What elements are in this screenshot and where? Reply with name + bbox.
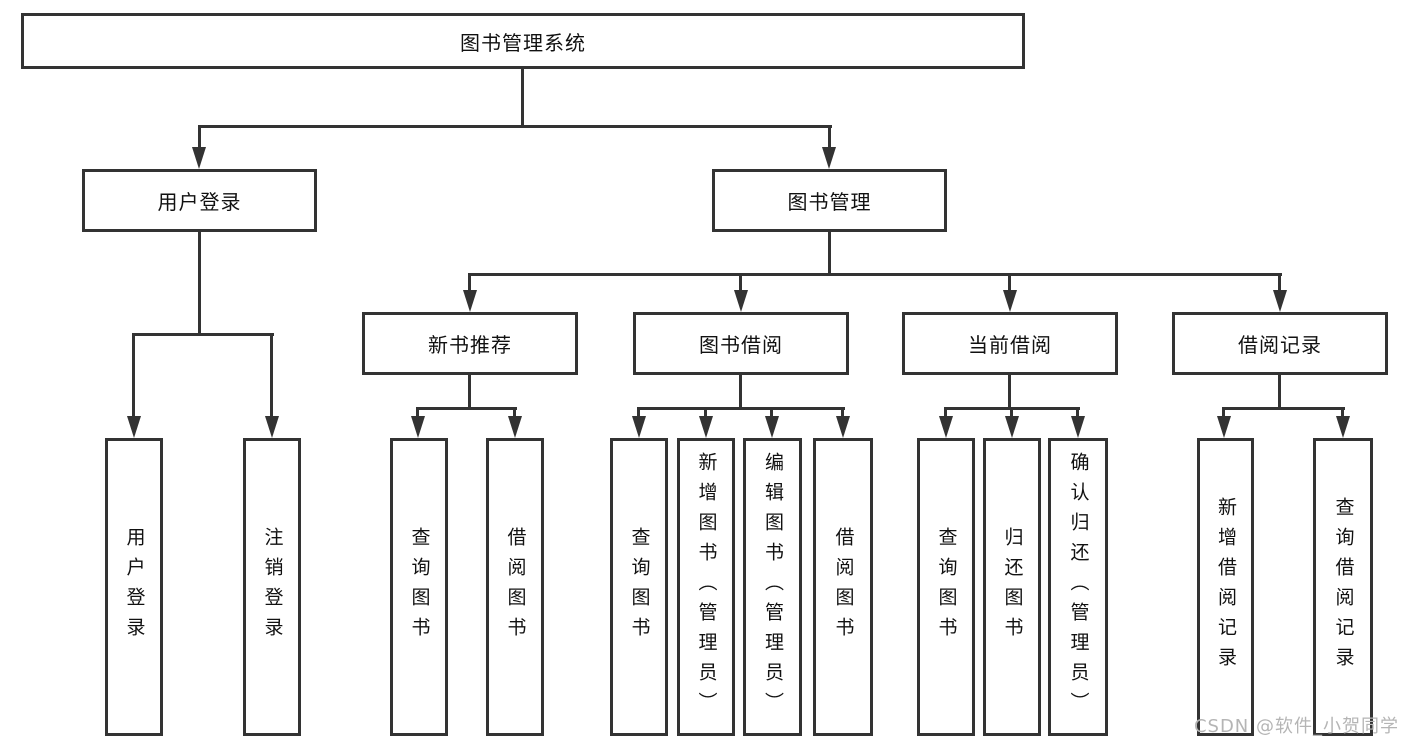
node-label: 用户登录 <box>157 190 242 214</box>
arrowhead-down <box>734 290 748 312</box>
connector-line <box>1010 407 1013 420</box>
arrowhead-down <box>508 416 522 438</box>
node-user-login: 用户登录 <box>82 169 317 232</box>
leaf-label: 确认归还（管理员） <box>1067 452 1090 722</box>
connector-line <box>468 375 471 410</box>
connector-line <box>1278 375 1281 410</box>
arrowhead-down <box>1336 416 1350 438</box>
connector-line <box>198 125 832 128</box>
arrowhead-down <box>265 416 279 438</box>
leaf-label: 新增借阅记录 <box>1215 497 1237 677</box>
leaf-logout: 注销登录 <box>243 438 301 736</box>
arrowhead-down <box>1071 416 1085 438</box>
connector-line <box>828 125 831 151</box>
arrowhead-down <box>836 416 850 438</box>
node-book-management: 图书管理 <box>712 169 947 232</box>
connector-line <box>1278 273 1281 293</box>
node-borrowing-records: 借阅记录 <box>1172 312 1388 375</box>
connector-line <box>739 273 742 293</box>
leaf-user-login: 用户登录 <box>105 438 163 736</box>
connector-line <box>1222 407 1345 410</box>
connector-line <box>513 407 516 420</box>
connector-line <box>1008 375 1011 410</box>
arrowhead-down <box>463 290 477 312</box>
connector-line <box>1341 407 1344 420</box>
connector-line <box>637 407 845 410</box>
connector-line <box>270 333 273 419</box>
leaf-add-books-admin: 新增图书（管理员） <box>677 438 735 736</box>
leaf-label: 查询借阅记录 <box>1332 497 1355 677</box>
connector-line <box>841 407 844 420</box>
arrowhead-down <box>765 416 779 438</box>
leaf-label: 用户登录 <box>123 527 146 647</box>
leaf-label: 新增图书（管理员） <box>695 452 718 722</box>
connector-line <box>416 407 419 420</box>
arrowhead-down <box>411 416 425 438</box>
connector-line <box>828 232 831 276</box>
csdn-watermark: CSDN @软件_小贺同学 <box>1193 716 1399 737</box>
leaf-label: 查询图书 <box>628 527 651 647</box>
arrowhead-down <box>192 147 206 169</box>
node-label: 新书推荐 <box>428 333 512 357</box>
connector-line <box>132 333 135 419</box>
arrowhead-down <box>1217 416 1231 438</box>
connector-line <box>416 407 517 410</box>
arrowhead-down <box>822 147 836 169</box>
connector-line <box>770 407 773 420</box>
node-label: 图书借阅 <box>699 333 783 357</box>
leaf-add-borrow-record: 新增借阅记录 <box>1197 438 1254 736</box>
leaf-label: 归还图书 <box>1001 527 1024 647</box>
arrowhead-down <box>699 416 713 438</box>
arrowhead-down <box>632 416 646 438</box>
leaf-label: 借阅图书 <box>504 527 527 647</box>
leaf-borrowing-borrow-books: 借阅图书 <box>813 438 873 736</box>
connector-line <box>704 407 707 420</box>
node-new-book-recommendation: 新书推荐 <box>362 312 578 375</box>
connector-line <box>1076 407 1079 420</box>
connector-line <box>739 375 742 410</box>
leaf-recommend-borrow-books: 借阅图书 <box>486 438 544 736</box>
node-label: 当前借阅 <box>968 333 1052 357</box>
leaf-query-borrow-record: 查询借阅记录 <box>1313 438 1373 736</box>
leaf-label: 查询图书 <box>408 527 431 647</box>
arrowhead-down <box>939 416 953 438</box>
connector-line <box>132 333 274 336</box>
arrowhead-down <box>1273 290 1287 312</box>
connector-line <box>468 273 1282 276</box>
connector-line <box>1008 273 1011 293</box>
connector-line <box>521 69 524 128</box>
connector-line <box>198 232 201 336</box>
leaf-current-query-books: 查询图书 <box>917 438 975 736</box>
leaf-label: 注销登录 <box>261 527 284 647</box>
node-label: 图书管理 <box>787 190 872 214</box>
leaf-borrowing-query-books: 查询图书 <box>610 438 668 736</box>
arrowhead-down <box>1005 416 1019 438</box>
connector-line <box>468 273 471 293</box>
node-label: 图书管理系统 <box>460 30 586 55</box>
node-book-borrowing: 图书借阅 <box>633 312 849 375</box>
arrowhead-down <box>1003 290 1017 312</box>
leaf-label: 查询图书 <box>935 527 958 647</box>
connector-line <box>198 125 201 151</box>
leaf-confirm-return-admin: 确认归还（管理员） <box>1048 438 1108 736</box>
node-current-borrowing: 当前借阅 <box>902 312 1118 375</box>
connector-line <box>1222 407 1225 420</box>
leaf-label: 借阅图书 <box>832 527 855 647</box>
connector-line <box>637 407 640 420</box>
leaf-return-books: 归还图书 <box>983 438 1041 736</box>
node-library-management-system: 图书管理系统 <box>21 13 1025 69</box>
leaf-label: 编辑图书（管理员） <box>762 452 784 722</box>
connector-line <box>944 407 947 420</box>
leaf-recommend-query-books: 查询图书 <box>390 438 448 736</box>
node-label: 借阅记录 <box>1238 333 1322 357</box>
leaf-edit-books-admin: 编辑图书（管理员） <box>743 438 802 736</box>
arrowhead-down <box>127 416 141 438</box>
